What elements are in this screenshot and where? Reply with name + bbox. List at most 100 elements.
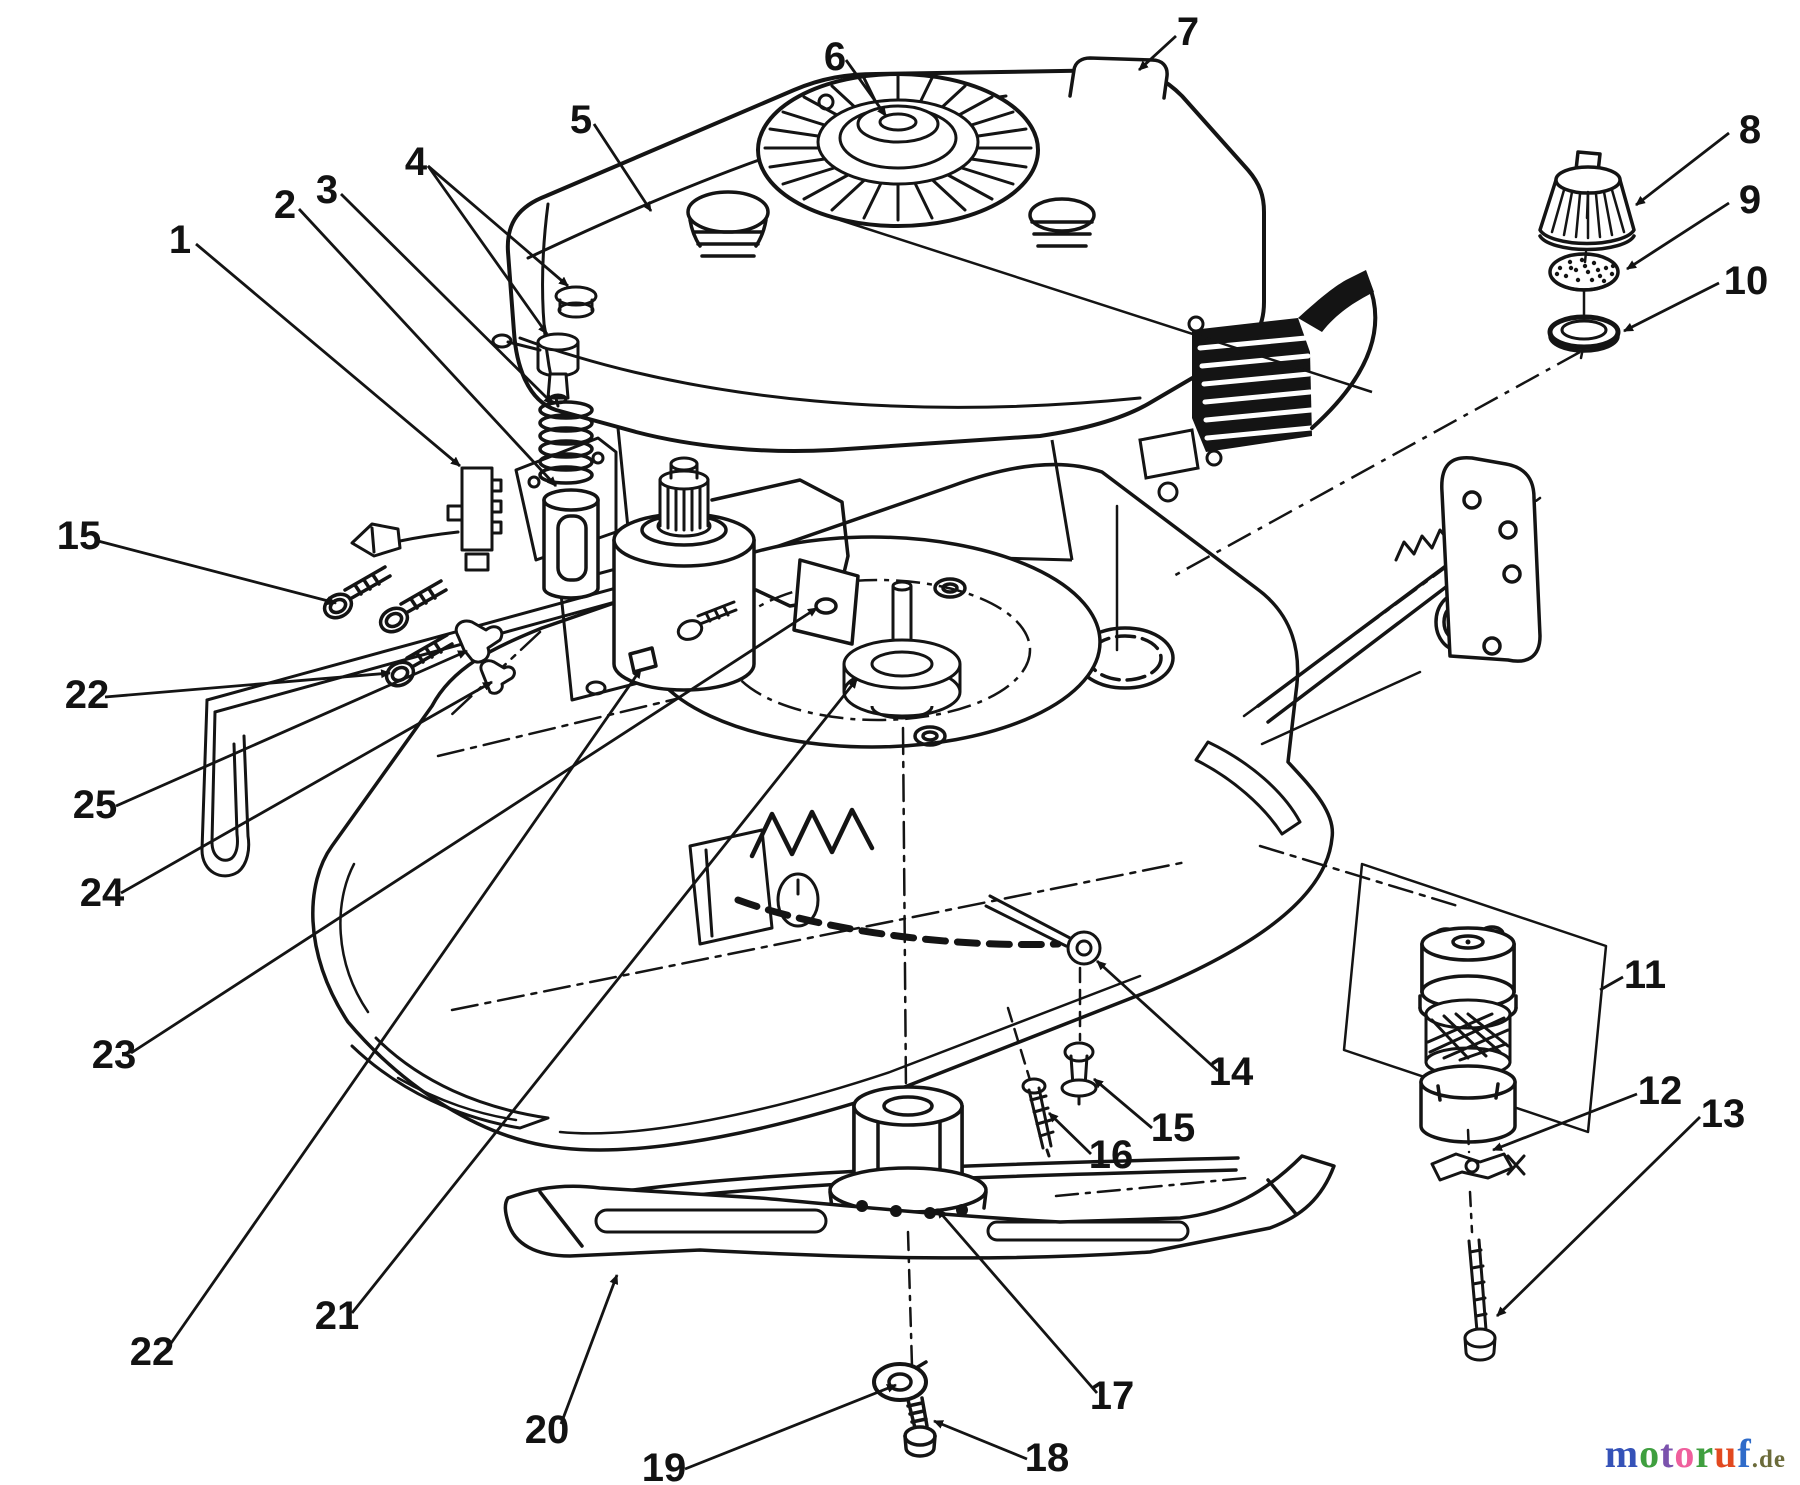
blade-assembly (503, 726, 1336, 1458)
logo-letter: m (1604, 1431, 1640, 1476)
recoil-starter (756, 72, 1040, 228)
callout-22-lower: 22 (130, 1330, 175, 1374)
callout-2: 2 (274, 183, 296, 227)
alignment-axes (839, 218, 1581, 580)
starter-nub (628, 646, 658, 674)
leader-10 (1623, 281, 1720, 333)
leader-19 (684, 1383, 897, 1471)
callout-18: 18 (1025, 1436, 1070, 1480)
long-screw (1021, 1077, 1055, 1158)
hex-bolt (378, 579, 448, 634)
coupling-bolt (1463, 1238, 1497, 1362)
retainer-plate (1430, 1152, 1526, 1182)
leader-21 (350, 678, 859, 1314)
air-filter-cap (1538, 150, 1636, 252)
callout-22-upper: 22 (65, 673, 110, 717)
callout-20: 20 (525, 1408, 570, 1452)
callout-5: 5 (570, 98, 592, 142)
leader-7 (1138, 34, 1177, 72)
leader-17 (935, 1208, 1099, 1394)
control-cable (734, 896, 1062, 949)
coupling-cup (1419, 1064, 1517, 1144)
callout-4: 4 (405, 140, 428, 184)
logo-suffix: .de (1751, 1446, 1786, 1473)
leader-15-right (1093, 1077, 1153, 1130)
watermark-logo: motoruf.de (1605, 1430, 1786, 1477)
tank-tab (1068, 56, 1169, 100)
logo-letter: o (1639, 1431, 1661, 1476)
leader-4a (427, 164, 569, 288)
leader-16 (1048, 1111, 1092, 1156)
callout-12: 12 (1638, 1069, 1683, 1113)
callout-15-left: 15 (57, 514, 102, 558)
leader-11 (1599, 975, 1624, 992)
leader-8 (1635, 131, 1730, 207)
interlock-switch (446, 466, 503, 572)
coupling-assembly (1258, 844, 1608, 1362)
leader-20 (559, 1274, 619, 1425)
hex-bolt (384, 633, 454, 688)
foam-element (1548, 252, 1620, 292)
leader-lines (97, 34, 1730, 1471)
callout-8: 8 (1739, 108, 1761, 152)
wire-connector (350, 522, 460, 558)
leader-22-upper (104, 669, 391, 699)
leader-15-left (97, 539, 337, 606)
callout-7: 7 (1177, 10, 1199, 54)
fuel-cap (1028, 197, 1096, 248)
blade-bolt (903, 1396, 937, 1458)
ignition-coil (1187, 270, 1378, 467)
logo-letter: t (1660, 1431, 1675, 1476)
starter-bracket-foot (792, 558, 860, 646)
leader-1 (195, 242, 461, 468)
sealing-ring (1547, 314, 1621, 353)
spark-plug-wire (1310, 280, 1378, 430)
leader-2 (297, 208, 558, 487)
rear-bracket-plate (1440, 455, 1542, 663)
leader-3 (340, 193, 554, 405)
starter-pinion-gear (656, 456, 712, 538)
leader-13 (1496, 1116, 1701, 1317)
leader-14 (1096, 959, 1219, 1073)
fuel-petcock (491, 332, 580, 405)
callout-16: 16 (1089, 1133, 1134, 1177)
air-filter-stack (1538, 150, 1636, 360)
coupling-mesh-section (1424, 998, 1512, 1078)
leader-25 (115, 649, 468, 808)
callout-13: 13 (1701, 1092, 1746, 1136)
stamped-plate (688, 828, 774, 946)
leader-22-lower (165, 668, 643, 1350)
callout-21: 21 (315, 1294, 360, 1338)
callout-box (1342, 862, 1608, 1134)
shoulder-screw (1060, 1041, 1098, 1106)
leader-23 (130, 606, 818, 1055)
crankshaft-pulley (842, 580, 962, 720)
callout-24: 24 (80, 871, 125, 915)
hex-bolt (322, 565, 392, 620)
solenoid-plunger (542, 488, 600, 600)
deck-bottom-mechanism (688, 807, 1102, 1158)
callout-labels: 1 2 3 4 5 6 7 8 9 10 11 12 13 14 15 16 1… (57, 10, 1769, 1485)
leader-12 (1492, 1092, 1638, 1152)
callout-3: 3 (316, 168, 338, 212)
logo-letter: r (1695, 1431, 1715, 1476)
callout-17: 17 (1090, 1374, 1135, 1418)
fuel-valve-cap (554, 285, 598, 319)
callout-25: 25 (73, 783, 118, 827)
starter-screw (676, 600, 738, 641)
callout-11: 11 (1624, 953, 1666, 997)
blade-adapter (828, 1085, 988, 1214)
oil-fill-cap (686, 190, 770, 258)
leader-5 (592, 123, 653, 212)
logo-letter: o (1674, 1431, 1696, 1476)
leader-24 (120, 680, 493, 895)
electric-starter-motor (612, 456, 860, 692)
lock-washer (872, 1360, 928, 1402)
logo-letter: u (1714, 1431, 1738, 1476)
logo-letter: f (1737, 1431, 1752, 1476)
callout-23: 23 (92, 1033, 137, 1077)
callout-10: 10 (1724, 259, 1769, 303)
callout-9: 9 (1739, 178, 1761, 222)
